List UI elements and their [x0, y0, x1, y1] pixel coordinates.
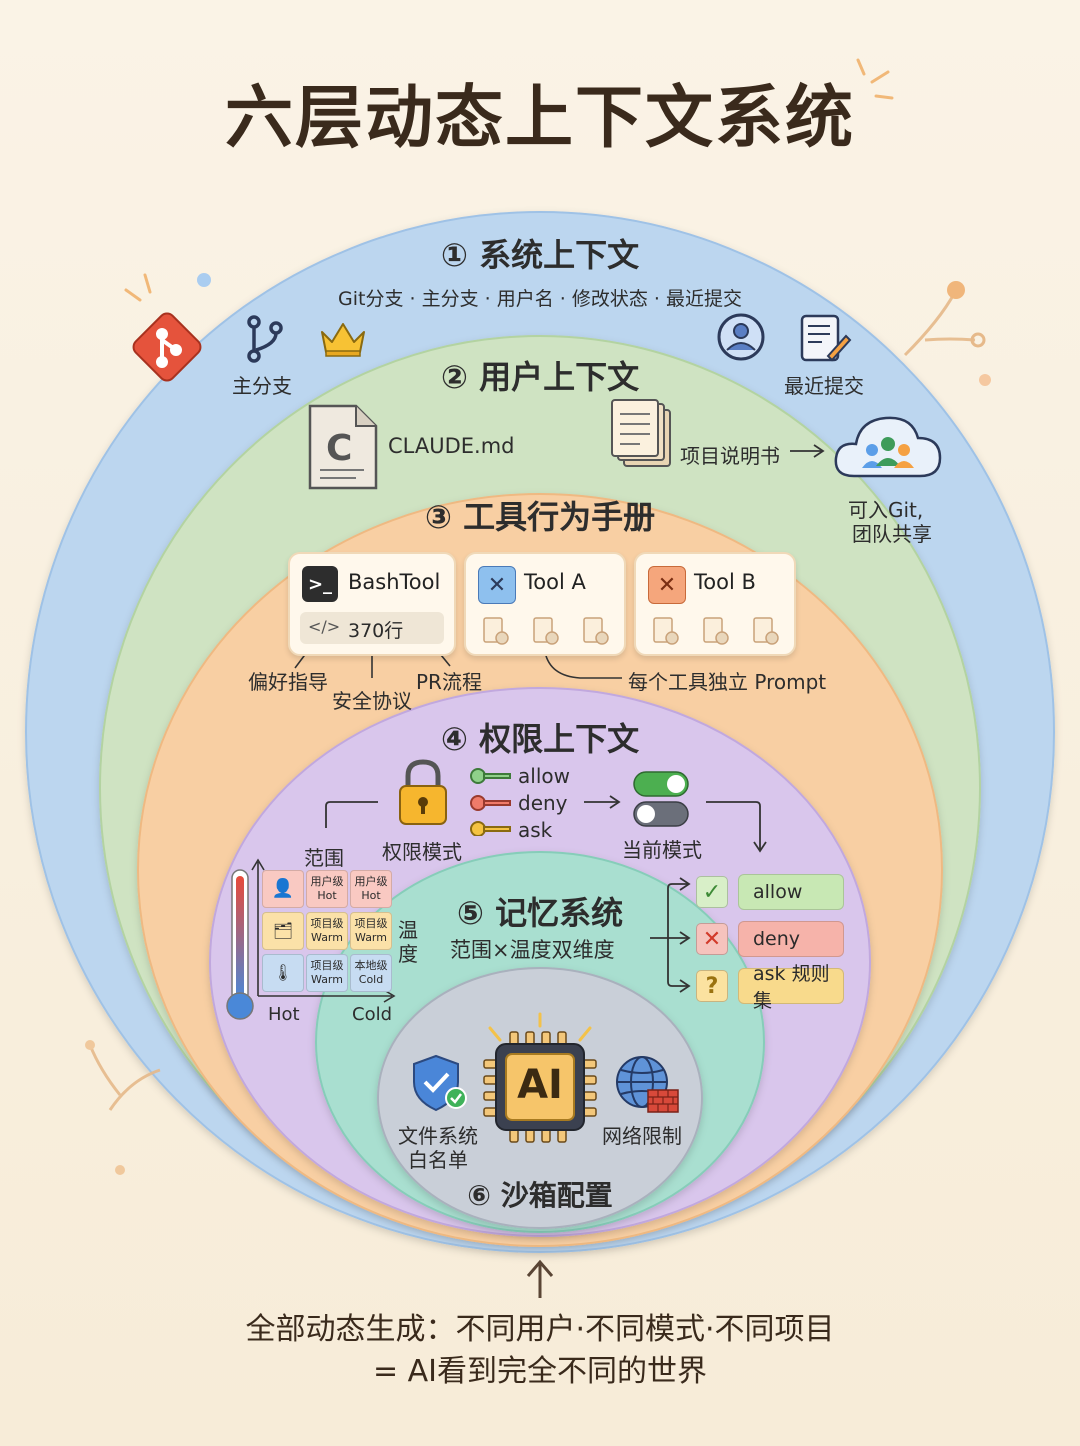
- layer1-subtitle: Git分支 · 主分支 · 用户名 · 修改状态 · 最近提交: [240, 284, 840, 311]
- globe-firewall-icon: [614, 1054, 680, 1114]
- recent-commit-label: 最近提交: [784, 370, 864, 399]
- independent-prompt-label: 每个工具独立 Prompt: [628, 666, 826, 695]
- grid-local-icon: 🌡: [262, 954, 304, 992]
- git-share-line2: 团队共享: [852, 518, 932, 547]
- tool-a-icon: ✕: [478, 566, 516, 604]
- ai-chip-label: AI: [506, 1062, 574, 1108]
- pref-label: 偏好指导: [248, 666, 328, 695]
- allow-key-label: allow: [518, 764, 570, 788]
- deny-key-label: deny: [518, 791, 568, 815]
- temp-label-2: 度: [398, 938, 418, 967]
- allow-pill: allow: [738, 874, 844, 910]
- tool-a-doc-icons: [480, 616, 610, 646]
- tool-b-doc-icons: [650, 616, 780, 646]
- layer3-header: ③ 工具行为手册: [340, 492, 740, 538]
- layer2-header: ② 用户上下文: [340, 352, 740, 398]
- git-icon: [126, 306, 208, 388]
- terminal-icon: >_: [302, 566, 338, 602]
- perm-mode-label: 权限模式: [382, 836, 462, 865]
- current-mode-label: 当前模式: [622, 834, 702, 863]
- layer5-subtitle: 范围×温度双维度: [450, 934, 615, 964]
- manual-docs-icon: [610, 398, 674, 470]
- claude-md-label: CLAUDE.md: [388, 434, 514, 458]
- deny-pill: deny: [738, 921, 844, 957]
- fs-label-2: 白名单: [408, 1144, 468, 1173]
- bashtool-card: >_ BashTool </> 370行: [288, 552, 456, 656]
- layer5-header: ⑤ 记忆系统: [440, 888, 640, 934]
- branch-label: 主分支: [232, 370, 292, 399]
- ask-pill: ask 规则集: [738, 968, 844, 1004]
- project-manual-label: 项目说明书: [680, 440, 780, 469]
- pr-label: PR流程: [416, 666, 482, 695]
- layer4-header: ④ 权限上下文: [340, 714, 740, 760]
- shield-check-icon: [408, 1054, 470, 1114]
- bash-lines-label: 370行: [348, 616, 403, 643]
- ask-key-label: ask: [518, 818, 552, 842]
- scope-label: 范围: [304, 842, 344, 871]
- keys-icon: [468, 766, 514, 836]
- footer-line2: = AI看到完全不同的世界: [0, 1346, 1080, 1390]
- claude-md-file-icon: C: [306, 402, 380, 492]
- grid-user-icon: 👤: [262, 870, 304, 908]
- tool-a-title: Tool A: [524, 570, 586, 594]
- cold-axis-label: Cold: [352, 1004, 392, 1025]
- team-cloud-icon: [832, 406, 944, 482]
- grid-project-icon: 🗂: [262, 912, 304, 950]
- thermometer-bulb: [227, 993, 253, 1019]
- tool-a-card: ✕ Tool A: [464, 552, 626, 656]
- bash-lines-box: </> 370行: [300, 612, 444, 644]
- ask-question-icon: ?: [696, 970, 728, 1002]
- tool-b-title: Tool B: [694, 570, 756, 594]
- deny-cross-icon: ✕: [696, 923, 728, 955]
- layer6-header: ⑥ 沙箱配置: [440, 1174, 640, 1214]
- toggle-icon: [632, 770, 692, 828]
- layer1-header: ① 系统上下文: [340, 230, 740, 276]
- branch-icon: [244, 314, 286, 364]
- tool-b-card: ✕ Tool B: [634, 552, 796, 656]
- safety-label: 安全协议: [332, 685, 412, 714]
- allow-check-icon: ✓: [696, 876, 728, 908]
- tool-b-icon: ✕: [648, 566, 686, 604]
- bashtool-title: BashTool: [348, 570, 440, 594]
- page-title: 六层动态上下文系统: [0, 62, 1080, 161]
- svg-text:C: C: [326, 428, 352, 469]
- lock-icon: [396, 758, 450, 828]
- hot-axis-label: Hot: [268, 1004, 300, 1025]
- net-limit-label: 网络限制: [602, 1120, 682, 1149]
- footer-line1: 全部动态生成：不同用户·不同模式·不同项目: [0, 1304, 1080, 1348]
- code-icon: </>: [308, 617, 340, 636]
- commit-doc-icon: [798, 312, 852, 364]
